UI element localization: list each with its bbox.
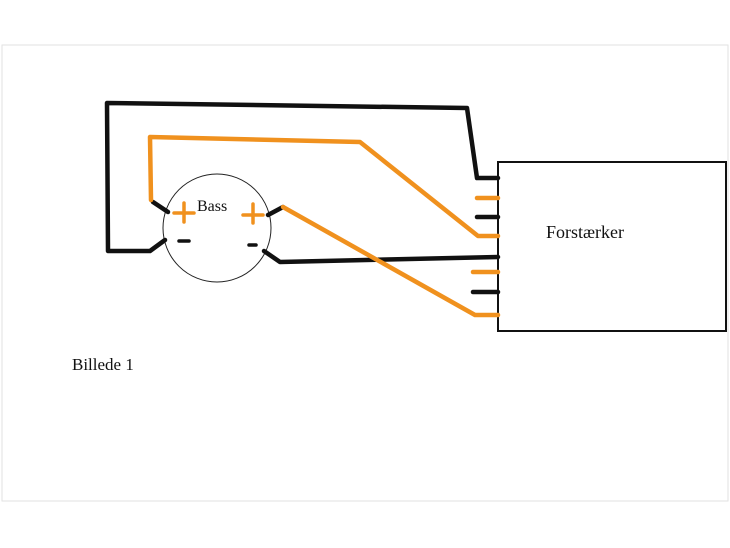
orange-wire-right-positive: [280, 204, 501, 318]
plus-sign-left: [172, 201, 196, 224]
amplifier-label: Forstærker: [546, 222, 624, 242]
amplifier-box: [497, 161, 727, 332]
speaker-circle: [162, 173, 272, 283]
figure-caption: Billede 1: [72, 355, 134, 374]
black-wire-left-negative: [104, 100, 501, 254]
orange-wire-left-positive: [147, 134, 501, 239]
speaker-label: Bass: [197, 198, 228, 215]
black-lead-left-positive: [150, 199, 171, 215]
black-lead-right-positive: [265, 204, 286, 218]
image-frame: [1, 44, 729, 502]
black-wire-right-negative: [261, 248, 501, 265]
plus-sign-right: [241, 202, 265, 225]
